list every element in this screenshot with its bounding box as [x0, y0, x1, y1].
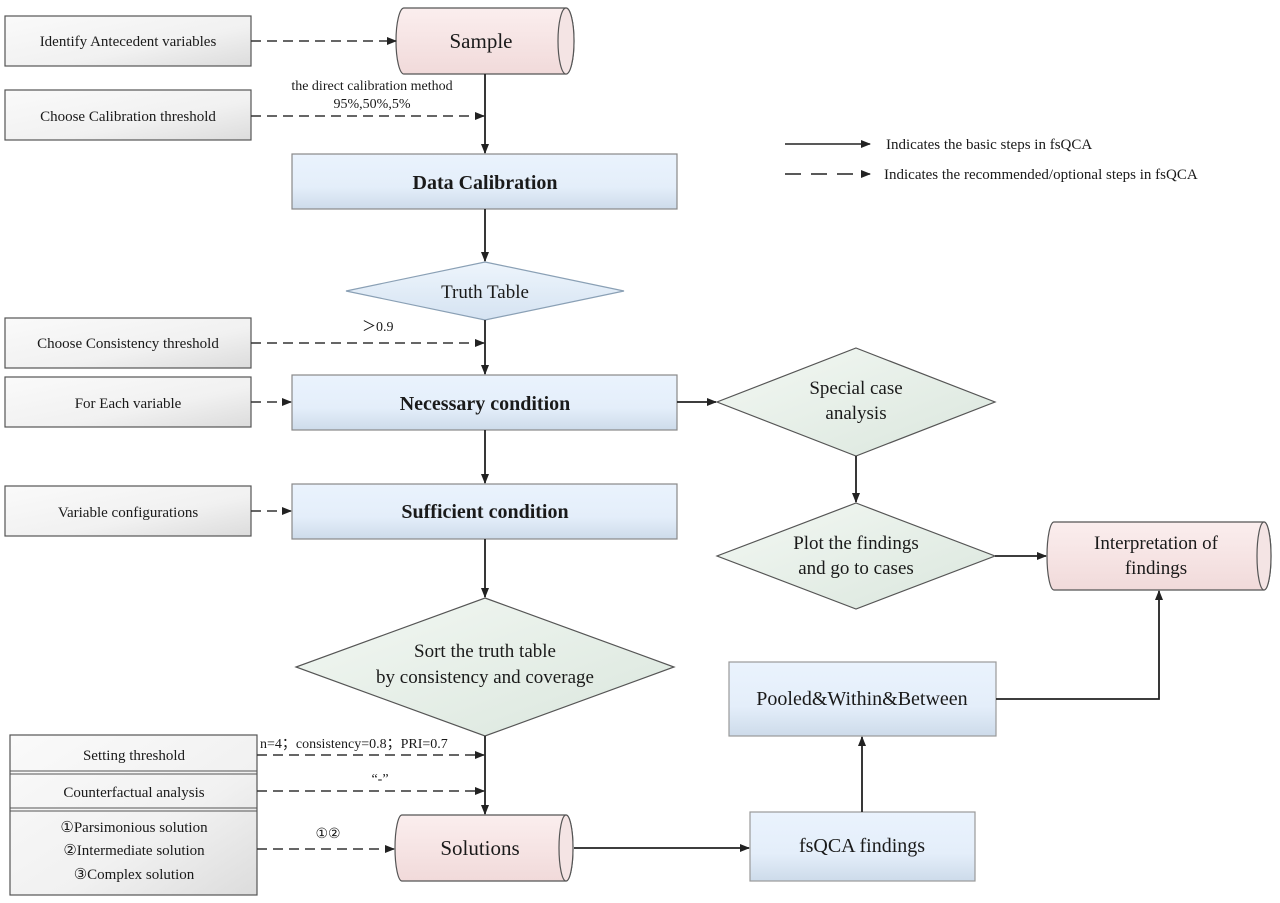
annotation-calibration-method: the direct calibration method [291, 79, 452, 94]
node-fsqca-findings[interactable]: fsQCA findings [749, 811, 976, 882]
node-sort-truth-table[interactable]: Sort the truth table by consistency and … [294, 597, 676, 737]
annotation-counterfactual-mark: “-” [371, 772, 388, 787]
node-data-calibration[interactable]: Data Calibration [291, 153, 678, 210]
side-box-configurations-label: Variable configurations [58, 505, 199, 521]
node-sample[interactable]: Sample [395, 7, 575, 75]
counterfactual-label: Counterfactual analysis [63, 785, 204, 801]
node-truth-table[interactable]: Truth Table [345, 261, 625, 321]
side-box-identify-label: Identify Antecedent variables [40, 34, 217, 50]
annotation-threshold-values: n=4；consistency=0.8；PRI=0.7 [260, 737, 448, 752]
node-interpretation[interactable]: Interpretation of findings [1046, 521, 1272, 591]
node-special-case-line2: analysis [825, 403, 886, 424]
node-interpretation-line1: Interpretation of [1094, 533, 1219, 554]
side-box-consistency-threshold-label: Choose Consistency threshold [37, 336, 219, 352]
legend-solid-label: Indicates the basic steps in fsQCA [886, 137, 1092, 153]
node-special-case[interactable]: Special case analysis [715, 347, 997, 457]
annotation-calibration-values: 95%,50%,5% [334, 97, 411, 112]
solid-connectors [481, 74, 1163, 852]
node-plot-findings-line1: Plot the findings [793, 533, 919, 554]
node-pooled-label: Pooled&Within&Between [756, 688, 967, 710]
legend: Indicates the basic steps in fsQCA Indic… [785, 137, 1198, 183]
node-necessary-condition-label: Necessary condition [400, 393, 571, 415]
side-box-solution-settings[interactable]: Setting threshold Counterfactual analysi… [9, 734, 258, 896]
node-pooled-within-between[interactable]: Pooled&Within&Between [728, 661, 997, 737]
arrow-pooled-to-interpretation [996, 590, 1163, 700]
node-data-calibration-label: Data Calibration [413, 172, 558, 194]
node-sort-label-line1: Sort the truth table [414, 641, 556, 662]
node-sufficient-condition-label: Sufficient condition [401, 501, 568, 523]
node-special-case-line1: Special case [809, 378, 902, 399]
node-fsqca-findings-label: fsQCA findings [799, 835, 925, 857]
solution-type-complex: ③Complex solution [74, 867, 195, 883]
side-box-each-variable[interactable]: For Each variable [4, 376, 252, 428]
legend-dashed-label: Indicates the recommended/optional steps… [884, 167, 1198, 183]
node-truth-table-label: Truth Table [441, 282, 529, 303]
node-sufficient-condition[interactable]: Sufficient condition [291, 483, 678, 540]
side-box-configurations[interactable]: Variable configurations [4, 485, 252, 537]
setting-threshold-label: Setting threshold [83, 748, 186, 764]
solution-type-parsimonious: ①Parsimonious solution [60, 820, 208, 836]
node-plot-findings-line2: and go to cases [798, 558, 914, 579]
node-necessary-condition[interactable]: Necessary condition [291, 374, 678, 431]
node-solutions[interactable]: Solutions [394, 814, 574, 882]
node-solutions-label: Solutions [440, 836, 519, 860]
node-sort-label-line2: by consistency and coverage [376, 667, 594, 688]
node-sample-label: Sample [450, 29, 513, 53]
solution-type-intermediate: ②Intermediate solution [63, 843, 205, 859]
side-box-calibration-threshold-label: Choose Calibration threshold [40, 109, 216, 125]
side-box-consistency-threshold[interactable]: Choose Consistency threshold [4, 317, 252, 369]
side-box-identify[interactable]: Identify Antecedent variables [4, 15, 252, 67]
side-box-calibration-threshold[interactable]: Choose Calibration threshold [4, 89, 252, 141]
node-plot-findings[interactable]: Plot the findings and go to cases [715, 502, 997, 610]
side-box-each-variable-label: For Each variable [75, 396, 182, 412]
annotation-solution-choice: ①② [315, 827, 340, 842]
dashed-connectors [251, 37, 485, 853]
annotation-consistency-value: ＞0.9 [362, 320, 394, 335]
node-interpretation-line2: findings [1125, 558, 1187, 579]
